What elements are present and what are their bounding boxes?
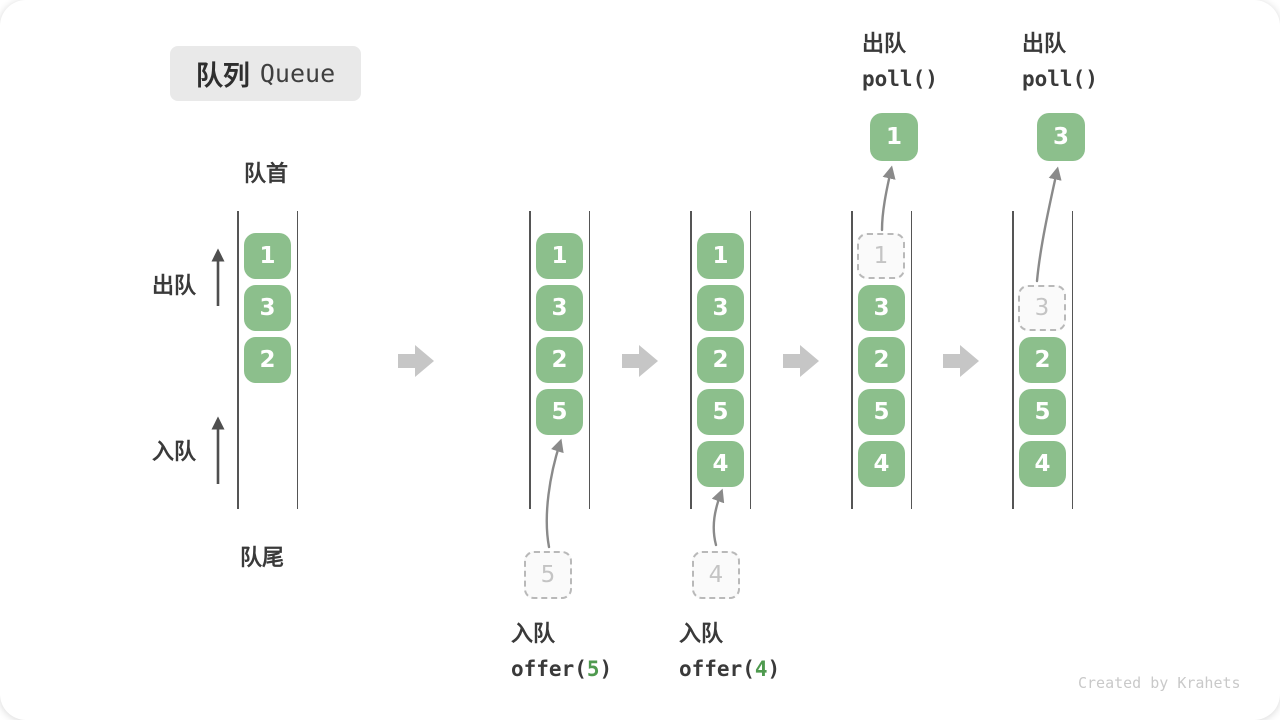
queue4-polled-item: 1 [870,113,918,161]
operation-poll-first-label: 出队 [862,32,907,57]
operation-enqueue-4-label: 入队 [679,622,724,647]
title-zh: 队列 [195,61,250,92]
queue5-left-wall [1012,211,1014,509]
queue3-incoming-item: 4 [692,551,740,599]
queue1-item: 3 [244,285,291,331]
queue4-left-wall [851,211,853,509]
operation-enqueue-4: 入队 offer(4) [679,618,780,687]
watermark-credit: Created by Krahets [1078,674,1241,692]
queue2-item: 2 [536,337,583,383]
label-queue-front: 队首 [244,162,289,187]
title-badge: 队列 Queue [170,46,361,101]
operation-poll-second-label: 出队 [1022,32,1067,57]
poll-1-arrow [880,165,896,232]
queue3-item: 4 [697,441,744,487]
queue5-item: 2 [1019,337,1066,383]
queue3-item: 5 [697,389,744,435]
queue2-item: 1 [536,233,583,279]
queue4-item: 5 [858,389,905,435]
operation-poll-second: 出队 poll() [1022,28,1098,97]
queue4-right-wall [910,211,912,509]
queue3-left-wall [690,211,692,509]
queue1-left-wall [237,211,239,509]
queue2-item: 5 [536,389,583,435]
queue1-right-wall [296,211,298,509]
queue4-item: 4 [858,441,905,487]
operation-poll-first: 出队 poll() [862,28,938,97]
queue2-right-wall [588,211,590,509]
operation-enqueue-5-label: 入队 [511,622,556,647]
operation-enqueue-4-code: offer(4) [679,657,781,681]
queue5-polled-item: 3 [1037,113,1085,161]
queue2-item: 3 [536,285,583,331]
queue1-item: 2 [244,337,291,383]
queue1-item: 1 [244,233,291,279]
step-arrow-icon [622,345,658,377]
title-en: Queue [259,59,336,88]
queue5-right-wall [1071,211,1073,509]
operation-poll-first-code: poll() [862,67,938,91]
queue2-left-wall [529,211,531,509]
operation-poll-second-code: poll() [1022,67,1098,91]
queue4-item: 3 [858,285,905,331]
queue3-right-wall [749,211,751,509]
operation-enqueue-5: 入队 offer(5) [511,618,612,687]
queue5-item: 5 [1019,389,1066,435]
label-enqueue: 入队 [152,440,197,465]
queue5-removed-item: 3 [1018,285,1066,331]
operation-enqueue-5-code: offer(5) [511,657,613,681]
enqueue-4-arrow [711,488,725,547]
queue4-item: 2 [858,337,905,383]
queue3-item: 2 [697,337,744,383]
step-arrow-icon [398,345,434,377]
poll-3-arrow [1035,166,1062,283]
step-arrow-icon [783,345,819,377]
label-queue-rear: 队尾 [240,546,285,571]
queue3-item: 1 [697,233,744,279]
queue5-item: 4 [1019,441,1066,487]
step-arrow-icon [943,345,979,377]
queue3-item: 3 [697,285,744,331]
queue2-incoming-item: 5 [524,551,572,599]
label-dequeue: 出队 [152,274,197,299]
enqueue-5-arrow [545,438,564,549]
queue4-removed-item: 1 [857,233,905,279]
